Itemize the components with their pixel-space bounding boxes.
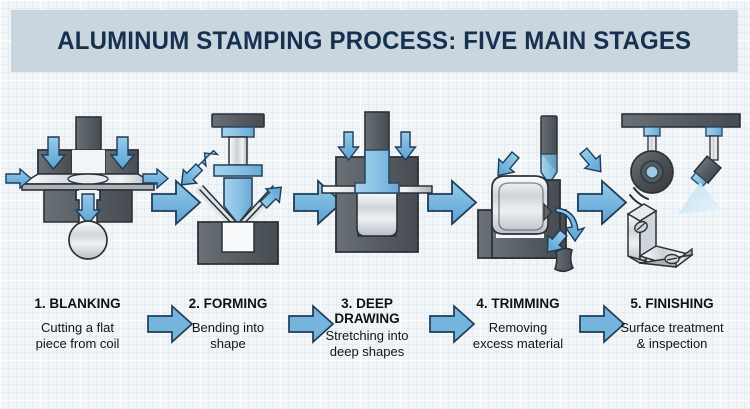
stage-label-deep-drawing: 3. DEEP DRAWING Stretching into deep sha… <box>308 296 426 360</box>
stage-1-blanking-illustration <box>5 116 170 260</box>
stage-desc-5-line2: & inspection <box>636 336 708 351</box>
process-illustrations <box>5 111 741 273</box>
stage-desc-3: Stretching into deep shapes <box>308 328 426 360</box>
stage-title-3-line2: DRAWING <box>334 311 400 326</box>
stage-desc-2-line1: Bending into <box>191 320 265 335</box>
stage-label-blanking: 1. BLANKING Cutting a flat piece from co… <box>10 296 145 352</box>
title-bar: ALUMINUM STAMPING PROCESS: FIVE MAIN STA… <box>11 10 738 72</box>
stage-title-5: 5. FINISHING <box>630 296 714 311</box>
stage-desc-3-line1: Stretching into <box>325 328 409 343</box>
label-connector-arrow-4 <box>579 304 626 344</box>
stage-title-3-line1: 3. DEEP <box>341 296 393 311</box>
stage-4-trimming-illustration <box>477 115 602 273</box>
label-connector-arrow-2 <box>288 304 335 344</box>
stage-label-trimming: 4. TRIMMING Removing excess material <box>452 296 584 352</box>
stage-labels-row: 1. BLANKING Cutting a flat piece from co… <box>0 292 750 402</box>
stage-title-1: 1. BLANKING <box>34 296 121 311</box>
stage-desc-4: Removing excess material <box>452 320 584 352</box>
stage-desc-5: Surface treatment & inspection <box>602 320 742 352</box>
stage-desc-1-line2: piece from coil <box>35 336 120 351</box>
stage-2-forming-illustration <box>180 113 282 265</box>
stage-title-2: 2. FORMING <box>188 296 268 311</box>
connector-arrow-1 <box>151 178 202 227</box>
stage-desc-4-line2: excess material <box>472 336 564 351</box>
connector-arrow-3 <box>427 178 478 227</box>
stage-5-finishing-illustration <box>621 113 741 268</box>
stage-label-forming: 2. FORMING Bending into shape <box>163 296 293 352</box>
stage-desc-2: Bending into shape <box>163 320 293 352</box>
label-connector-arrow-3 <box>429 304 476 344</box>
stage-desc-1: Cutting a flat piece from coil <box>10 320 145 352</box>
stage-desc-1-line1: Cutting a flat <box>41 320 114 335</box>
page-title: ALUMINUM STAMPING PROCESS: FIVE MAIN STA… <box>57 26 692 55</box>
stage-desc-2-line2: shape <box>210 336 246 351</box>
stage-3-deep-drawing-illustration <box>321 111 433 253</box>
stage-title-3: 3. DEEP DRAWING <box>308 296 426 326</box>
stage-desc-4-line1: Removing <box>488 320 548 335</box>
stage-title-4: 4. TRIMMING <box>476 296 560 311</box>
stage-desc-5-line1: Surface treatment <box>620 320 724 335</box>
connector-arrow-4 <box>577 178 628 227</box>
label-connector-arrow-1 <box>147 304 194 344</box>
stage-desc-3-line2: deep shapes <box>329 344 405 359</box>
stage-label-finishing: 5. FINISHING Surface treatment & inspect… <box>602 296 742 352</box>
